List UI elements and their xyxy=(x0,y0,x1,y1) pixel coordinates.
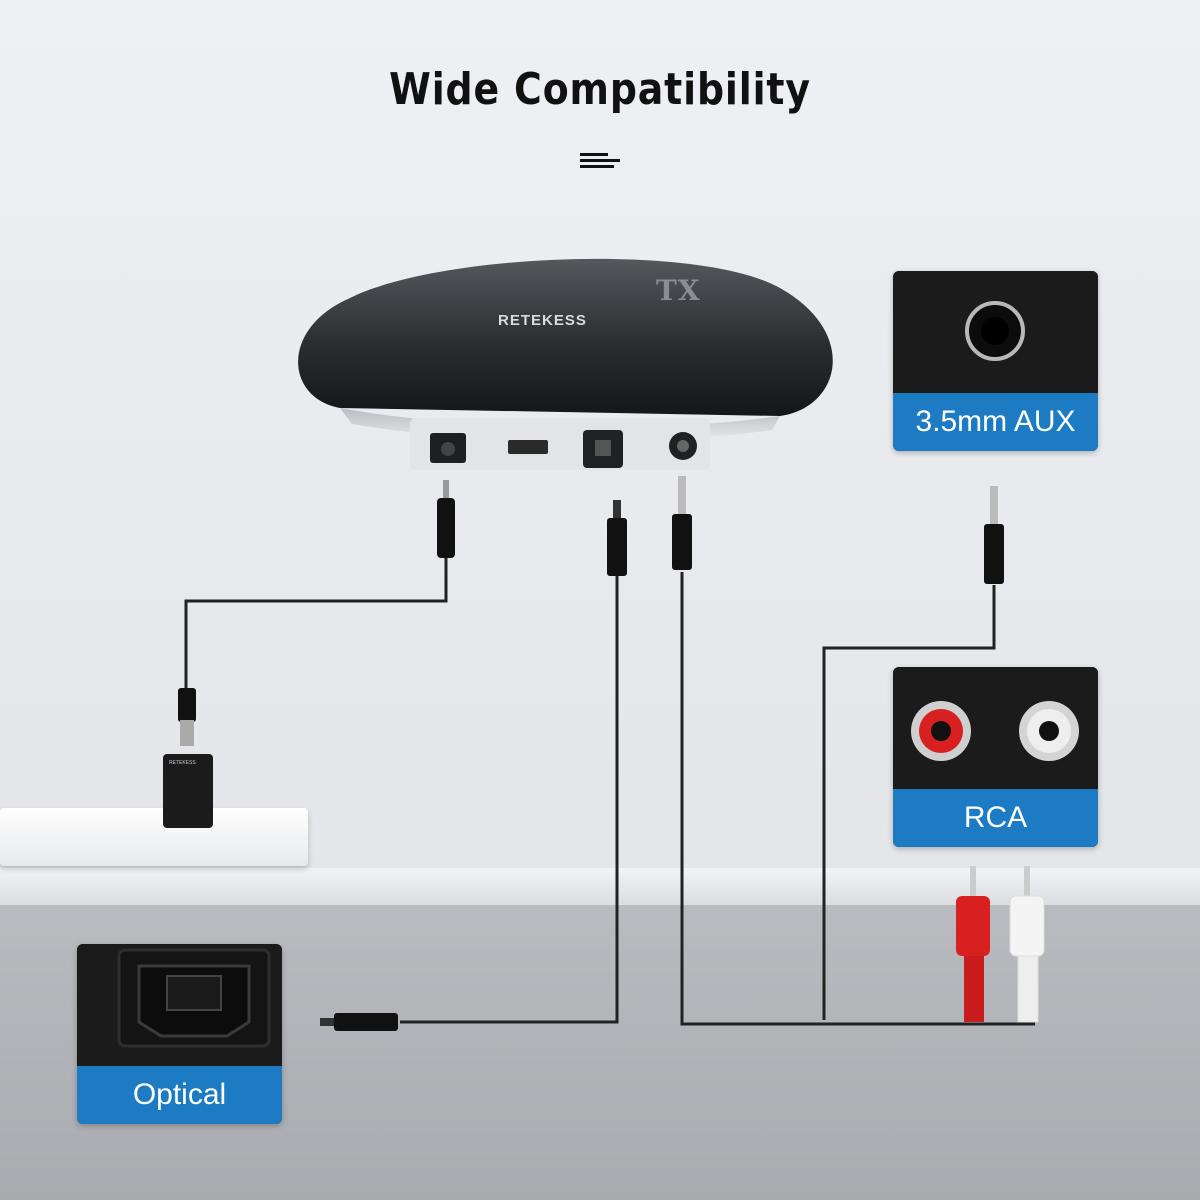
callout-optical: Optical xyxy=(77,944,282,1124)
page-title: Wide Compatibility xyxy=(389,64,811,115)
optical-plug xyxy=(607,500,627,576)
power-strip xyxy=(0,808,308,866)
floor-edge xyxy=(0,868,1200,908)
rca-plug-red xyxy=(956,866,990,1022)
device-model-label: TX xyxy=(656,274,701,307)
rca-plug-white xyxy=(1009,866,1045,1023)
callout-aux-label: 3.5mm AUX xyxy=(893,393,1098,451)
usb-power-adapter: RETEKESS xyxy=(163,754,213,828)
callout-optical-label: Optical xyxy=(77,1066,282,1124)
aux-plug-callout xyxy=(984,486,1004,584)
aux-plug-device xyxy=(672,476,692,570)
optical-plug-floor xyxy=(320,1013,398,1031)
callout-rca: RCA xyxy=(893,667,1098,847)
usb-plug xyxy=(178,688,196,746)
rca-jacks-icon xyxy=(893,667,1098,789)
dc-plug xyxy=(437,480,455,558)
callout-rca-label: RCA xyxy=(893,789,1098,847)
callout-aux: 3.5mm AUX xyxy=(893,271,1098,451)
device-brand: RETEKESS xyxy=(498,312,587,329)
transmitter-device xyxy=(298,258,833,470)
optical-port-icon xyxy=(77,944,282,1066)
aux-jack-icon xyxy=(893,271,1098,393)
adapter-brand-text: RETEKESS xyxy=(169,760,196,766)
menu-lines-icon xyxy=(580,153,620,173)
